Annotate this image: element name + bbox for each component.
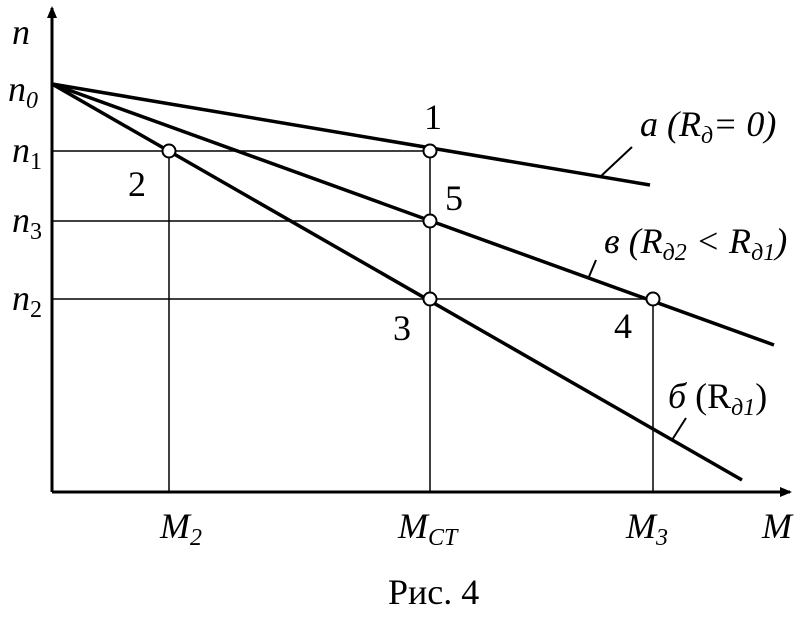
point-3-marker [422, 291, 438, 307]
curve-a-line [51, 82, 651, 187]
point-2-marker [161, 143, 177, 159]
tick-MCT: MCT [397, 506, 459, 551]
leader-v [587, 259, 597, 280]
point-1-label: 1 [424, 97, 442, 137]
point-2-label: 2 [128, 164, 146, 204]
x-axis-label: M [761, 506, 794, 546]
curve-v-label: в (Rд2 < Rд1) [604, 221, 787, 266]
leader-a [599, 146, 633, 178]
point-5-label: 5 [445, 178, 463, 218]
point-4-label: 4 [614, 306, 632, 346]
tick-n2: n2 [12, 278, 42, 323]
point-3-label: 3 [393, 308, 411, 348]
y-axis-label: n [12, 12, 30, 52]
point-1-marker [422, 143, 438, 159]
leader-b [671, 417, 687, 441]
tick-M3: M3 [625, 506, 668, 551]
point-4-marker [645, 291, 661, 307]
curve-a-label: a (Rд= 0) [640, 104, 776, 149]
curve-b-label: б (Rд1) [668, 376, 767, 421]
figure-caption: Рис. 4 [388, 572, 479, 612]
tick-n1: n1 [12, 130, 42, 175]
tick-n0: n0 [8, 69, 38, 114]
tick-n3: n3 [12, 200, 42, 245]
point-5-marker [422, 213, 438, 229]
tick-M2: M2 [159, 506, 202, 551]
